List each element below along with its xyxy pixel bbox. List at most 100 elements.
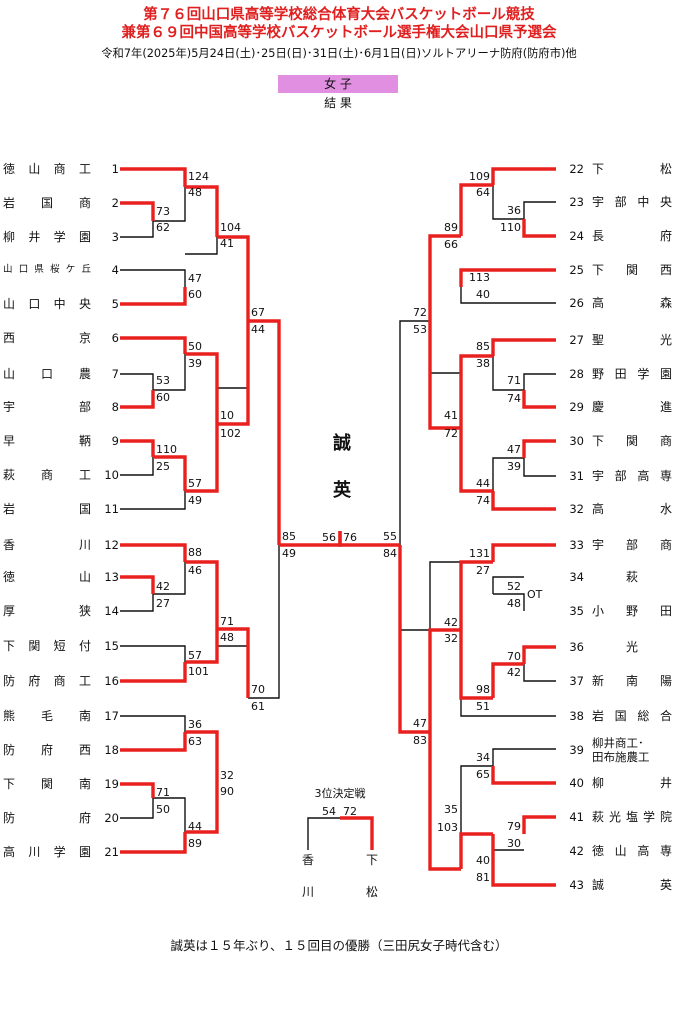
- score: 113: [469, 271, 490, 284]
- score: 36: [188, 718, 202, 731]
- score: 72: [413, 306, 427, 319]
- score: 70: [507, 650, 521, 663]
- score: 32: [220, 769, 234, 782]
- score: 81: [476, 871, 490, 884]
- score: 36: [507, 204, 521, 217]
- score: 34: [476, 751, 490, 764]
- score: 40: [476, 854, 490, 867]
- score: 44: [251, 323, 265, 336]
- final-score-left: 56: [322, 531, 336, 544]
- score: 98: [476, 683, 490, 696]
- score: 79: [507, 820, 521, 833]
- score: 74: [507, 392, 521, 405]
- score: 85: [282, 530, 296, 543]
- score-ot: OT: [527, 588, 543, 601]
- title-line-1: 第７６回山口県高等学校総合体育大会バスケットボール競技: [143, 7, 535, 23]
- third-place-right-team-char-1: 下: [365, 853, 378, 867]
- score: 74: [476, 494, 490, 507]
- score: 61: [251, 700, 265, 713]
- score: 104: [220, 221, 241, 234]
- score: 48: [507, 597, 521, 610]
- score: 30: [507, 837, 521, 850]
- score: 47: [188, 272, 202, 285]
- score: 102: [220, 427, 241, 440]
- score: 49: [188, 494, 202, 507]
- team-name-line-2: 田布施農工: [592, 750, 650, 764]
- score: 53: [156, 374, 170, 387]
- score: 70: [251, 683, 265, 696]
- results-label: 結 果: [324, 96, 352, 110]
- score: 131: [469, 547, 490, 560]
- score: 67: [251, 306, 265, 319]
- score: 66: [444, 238, 458, 251]
- score: 49: [282, 547, 296, 560]
- score: 88: [188, 546, 202, 559]
- score: 27: [476, 564, 490, 577]
- score: 48: [188, 186, 202, 199]
- score: 65: [476, 768, 490, 781]
- score: 35: [444, 803, 458, 816]
- final-score-right: 76: [343, 531, 357, 544]
- score: 72: [444, 427, 458, 440]
- score: 50: [156, 803, 170, 816]
- score: 110: [500, 221, 521, 234]
- score: 90: [220, 785, 234, 798]
- score: 57: [188, 649, 202, 662]
- score: 48: [220, 631, 234, 644]
- score: 53: [413, 323, 427, 336]
- score: 60: [188, 288, 202, 301]
- score: 89: [444, 221, 458, 234]
- score: 109: [469, 170, 490, 183]
- score: 44: [188, 820, 202, 833]
- score: 39: [188, 357, 202, 370]
- score: 38: [476, 357, 490, 370]
- score: 41: [444, 409, 458, 422]
- score: 89: [188, 837, 202, 850]
- third-place-score-left: 54: [322, 805, 336, 818]
- score: 32: [444, 632, 458, 645]
- score: 71: [220, 615, 234, 628]
- score: 84: [383, 547, 397, 560]
- score: 124: [188, 170, 209, 183]
- event-subtitle: 令和7年(2025年)5月24日(土)･25日(日)･31日(土)･6月1日(日…: [101, 47, 577, 60]
- score: 25: [156, 460, 170, 473]
- third-place-score-right: 72: [343, 805, 357, 818]
- score: 27: [156, 597, 170, 610]
- score: 57: [188, 477, 202, 490]
- score: 50: [188, 340, 202, 353]
- team-name-line-1: 柳井商工･: [592, 736, 644, 750]
- third-place-left-team-char-2: 川: [301, 885, 314, 899]
- score: 60: [156, 391, 170, 404]
- third-place-left-team-char-1: 香: [301, 853, 314, 867]
- title-line-2: 兼第６９回中国高等学校バスケットボール選手権大会山口県予選会: [121, 25, 557, 41]
- score: 85: [476, 340, 490, 353]
- score: 64: [476, 186, 490, 199]
- score: 41: [220, 237, 234, 250]
- score: 71: [507, 374, 521, 387]
- score: 42: [156, 580, 170, 593]
- score: 52: [507, 580, 521, 593]
- score: 42: [444, 616, 458, 629]
- score: 73: [156, 205, 170, 218]
- score: 63: [188, 735, 202, 748]
- score: 110: [156, 443, 177, 456]
- third-place-right-team-char-2: 松: [365, 885, 378, 899]
- division-label: 女 子: [278, 75, 398, 93]
- score: 40: [476, 288, 490, 301]
- score: 55: [383, 530, 397, 543]
- champion-char-1: 誠: [333, 433, 351, 454]
- score: 39: [507, 460, 521, 473]
- score: 47: [413, 717, 427, 730]
- score: 71: [156, 786, 170, 799]
- score: 46: [188, 564, 202, 577]
- third-place-title: 3位決定戦: [314, 787, 366, 800]
- score: 101: [188, 665, 209, 678]
- score: 47: [507, 443, 521, 456]
- champion-char-2: 英: [333, 480, 351, 501]
- score: 83: [413, 734, 427, 747]
- score: 10: [220, 409, 234, 422]
- score: 103: [437, 821, 458, 834]
- score: 42: [507, 666, 521, 679]
- score: 62: [156, 221, 170, 234]
